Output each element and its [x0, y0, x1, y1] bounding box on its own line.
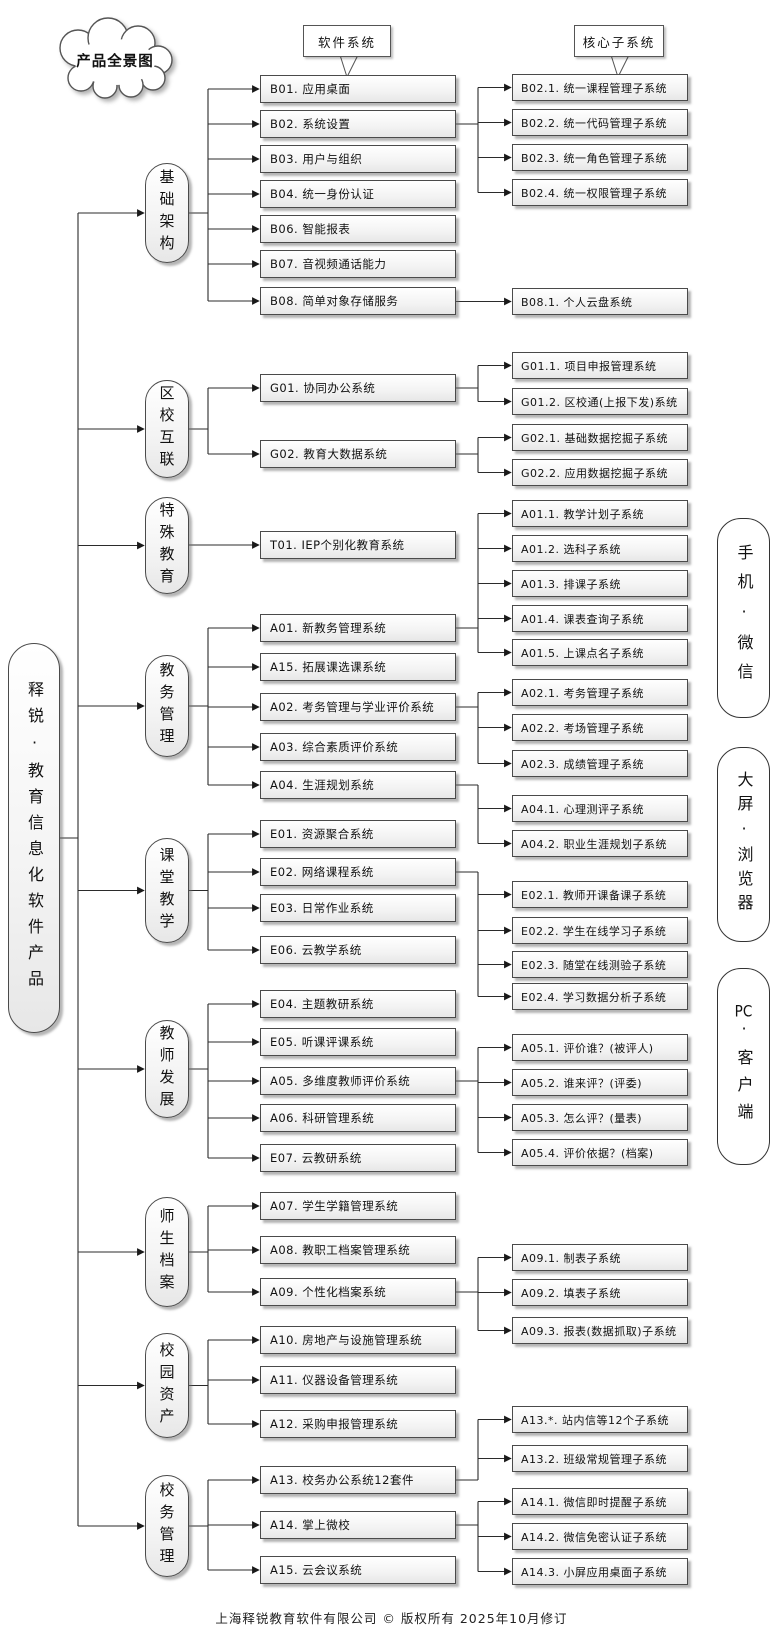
- system-node: G01. 协同办公系统: [260, 374, 456, 402]
- category-node-0: 基础架构: [145, 163, 189, 263]
- system-node: A15. 拓展课选课系统: [260, 653, 456, 681]
- subsystem-node: A14.1. 微信即时提醒子系统: [512, 1488, 688, 1515]
- subsystem-node: A14.2. 微信免密认证子系统: [512, 1523, 688, 1550]
- category-node-7: 校园资产: [145, 1333, 189, 1438]
- system-node: A14. 掌上微校: [260, 1511, 456, 1539]
- system-node: E05. 听课评课系统: [260, 1028, 456, 1056]
- subsystem-node: A01.5. 上课点名子系统: [512, 639, 688, 666]
- subsystem-node: B02.4. 统一权限管理子系统: [512, 179, 688, 206]
- subsystem-node: A02.2. 考场管理子系统: [512, 714, 688, 741]
- system-node: A02. 考务管理与学业评价系统: [260, 693, 456, 721]
- subsystem-node: E02.2. 学生在线学习子系统: [512, 917, 688, 944]
- system-node: A03. 综合素质评价系统: [260, 733, 456, 761]
- system-node: G02. 教育大数据系统: [260, 440, 456, 468]
- system-node: E07. 云教研系统: [260, 1144, 456, 1172]
- subsystem-node: B08.1. 个人云盘系统: [512, 288, 688, 315]
- subsystem-node: A02.3. 成绩管理子系统: [512, 750, 688, 777]
- system-node: A08. 教职工档案管理系统: [260, 1236, 456, 1264]
- system-node: A04. 生涯规划系统: [260, 771, 456, 799]
- system-node: A07. 学生学籍管理系统: [260, 1192, 456, 1220]
- category-node-3: 教务管理: [145, 655, 189, 757]
- system-node: T01. IEP个别化教育系统: [260, 531, 456, 559]
- system-node: E01. 资源聚合系统: [260, 820, 456, 848]
- cloud-title: 产品全景图: [53, 14, 177, 102]
- subsystem-node: E02.1. 教师开课备课子系统: [512, 881, 688, 908]
- category-node-6: 师生档案: [145, 1197, 189, 1307]
- system-node: B02. 系统设置: [260, 110, 456, 138]
- system-node: A12. 采购申报管理系统: [260, 1410, 456, 1438]
- copyright-footer: 上海释锐教育软件有限公司 © 版权所有 2025年10月修订: [215, 1611, 568, 1626]
- system-node: A10. 房地产与设施管理系统: [260, 1326, 456, 1354]
- subsystem-node: A04.2. 职业生涯规划子系统: [512, 830, 688, 857]
- subsystem-node: A09.1. 制表子系统: [512, 1244, 688, 1271]
- system-node: A13. 校务办公系统12套件: [260, 1466, 456, 1494]
- subsystem-node: A09.2. 填表子系统: [512, 1279, 688, 1306]
- system-node: B06. 智能报表: [260, 215, 456, 243]
- subsystem-node: A01.3. 排课子系统: [512, 570, 688, 597]
- subsystem-node: A09.3. 报表(数据抓取)子系统: [512, 1317, 688, 1344]
- system-node: A06. 科研管理系统: [260, 1104, 456, 1132]
- device-node-pc-client: PC·客户端: [717, 968, 770, 1165]
- subsystem-node: B02.2. 统一代码管理子系统: [512, 109, 688, 136]
- subsystem-node: B02.3. 统一角色管理子系统: [512, 144, 688, 171]
- subsystem-node: G02.1. 基础数据挖掘子系统: [512, 424, 688, 451]
- subsystem-node: A05.2. 谁来评？(评委): [512, 1069, 688, 1096]
- system-node: B03. 用户与组织: [260, 145, 456, 173]
- column-header-software-systems: 软件系统: [303, 25, 391, 57]
- system-node: B01. 应用桌面: [260, 75, 456, 103]
- system-node: E03. 日常作业系统: [260, 894, 456, 922]
- subsystem-node: A01.2. 选科子系统: [512, 535, 688, 562]
- category-node-4: 课堂教学: [145, 838, 189, 943]
- system-node: A01. 新教务管理系统: [260, 614, 456, 642]
- system-node: E06. 云教学系统: [260, 936, 456, 964]
- category-node-8: 校务管理: [145, 1475, 189, 1577]
- subsystem-node: A05.1. 评价谁？(被评人): [512, 1034, 688, 1061]
- column-header-core-subsystems: 核心子系统: [574, 25, 664, 57]
- cloud-shape-icon: [59, 17, 173, 99]
- root-node: 释锐·教育信息化软件产品: [8, 643, 60, 1033]
- subsystem-node: A04.1. 心理测评子系统: [512, 795, 688, 822]
- system-node: A05. 多维度教师评价系统: [260, 1067, 456, 1095]
- system-node: B08. 简单对象存储服务: [260, 287, 456, 315]
- system-node: A09. 个性化档案系统: [260, 1278, 456, 1306]
- system-node: E04. 主题教研系统: [260, 990, 456, 1018]
- subsystem-node: G01.1. 项目申报管理系统: [512, 352, 688, 379]
- system-node: E02. 网络课程系统: [260, 858, 456, 886]
- subsystem-node: E02.4. 学习数据分析子系统: [512, 983, 688, 1010]
- category-node-1: 区校互联: [145, 380, 189, 478]
- system-node: B07. 音视频通话能力: [260, 250, 456, 278]
- subsystem-node: A14.3. 小屏应用桌面子系统: [512, 1558, 688, 1585]
- category-node-5: 教师发展: [145, 1020, 189, 1118]
- system-node: A15. 云会议系统: [260, 1556, 456, 1584]
- callout-tail-software: [339, 54, 359, 79]
- subsystem-node: A01.1. 教学计划子系统: [512, 500, 688, 527]
- subsystem-node: E02.3. 随堂在线测验子系统: [512, 951, 688, 978]
- subsystem-node: G01.2. 区校通(上报下发)系统: [512, 388, 688, 415]
- subsystem-node: A13.*. 站内信等12个子系统: [512, 1406, 688, 1433]
- subsystem-node: G02.2. 应用数据挖掘子系统: [512, 459, 688, 486]
- device-node-bigscreen-browser: 大屏·浏览器: [717, 747, 770, 942]
- category-node-2: 特殊教育: [145, 497, 189, 594]
- subsystem-node: A05.3. 怎么评？(量表): [512, 1104, 688, 1131]
- subsystem-node: B02.1. 统一课程管理子系统: [512, 74, 688, 101]
- device-node-mobile-wechat: 手机·微信: [717, 518, 770, 718]
- system-node: B04. 统一身份认证: [260, 180, 456, 208]
- subsystem-node: A13.2. 班级常规管理子系统: [512, 1445, 688, 1472]
- cloud-label: 产品全景图: [76, 54, 154, 70]
- subsystem-node: A02.1. 考务管理子系统: [512, 679, 688, 706]
- subsystem-node: A05.4. 评价依据？(档案): [512, 1139, 688, 1166]
- subsystem-node: A01.4. 课表查询子系统: [512, 605, 688, 632]
- system-node: A11. 仪器设备管理系统: [260, 1366, 456, 1394]
